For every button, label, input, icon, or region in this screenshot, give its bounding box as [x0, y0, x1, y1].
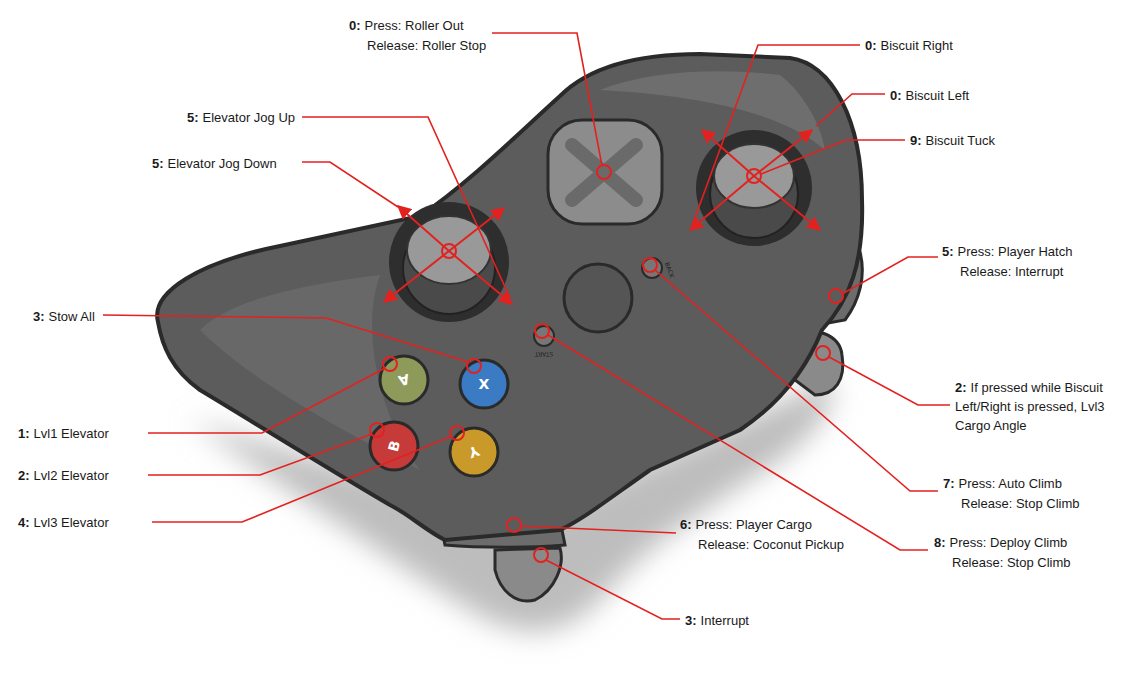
callout: 3: Interrupt — [685, 611, 749, 630]
callout-text: Lvl2 Elevator — [34, 468, 109, 483]
callout-text: Elevator Jog Down — [168, 156, 277, 171]
callout: 0: Press: Roller Out — [349, 16, 464, 35]
callout: 5: Elevator Jog Up — [187, 108, 295, 127]
callout-number: 3: — [33, 309, 45, 324]
callout: 0: Biscuit Right — [865, 36, 953, 55]
b-button — [370, 422, 418, 470]
callout-number: 0: — [349, 18, 361, 33]
callout-number: 5: — [187, 110, 199, 125]
callout: 9: Biscuit Tuck — [910, 131, 995, 150]
callout-text: Biscuit Tuck — [926, 133, 995, 148]
controller-body — [157, 54, 862, 540]
callout-number: 5: — [152, 156, 164, 171]
leader-lines — [103, 33, 950, 619]
callout-number: 6: — [680, 517, 692, 532]
x-button — [460, 360, 508, 408]
callout-text: Press: Roller Out — [365, 18, 464, 33]
callout-text: Release: Interrupt — [960, 264, 1063, 279]
y-button — [450, 428, 498, 476]
callout: Release: Coconut Pickup — [694, 535, 844, 554]
callout-number: 8: — [934, 535, 946, 550]
right-stick-well — [696, 130, 812, 246]
callout: 2: Lvl2 Elevator — [18, 466, 109, 485]
guide-button — [564, 264, 632, 332]
callout: 2:If pressed while Biscuit Left/Right is… — [955, 378, 1133, 435]
callout-number: 2: — [18, 468, 30, 483]
callout-text: If pressed while Biscuit Left/Right is p… — [955, 380, 1105, 433]
callout-text: Lvl3 Elevator — [34, 515, 109, 530]
callout-text: Biscuit Right — [881, 38, 953, 53]
dpad-base — [548, 120, 662, 224]
left-trigger — [495, 548, 561, 601]
callout-number: 5: — [942, 244, 954, 259]
callout: 6: Press: Player Cargo — [680, 515, 812, 534]
callout-text: Press: Deploy Climb — [950, 535, 1068, 550]
callout: 7: Press: Auto Climb — [943, 474, 1062, 493]
callout: 8: Press: Deploy Climb — [934, 533, 1067, 552]
callout-number: 0: — [890, 88, 902, 103]
dpad-cross — [572, 145, 636, 200]
callout: 1: Lvl1 Elevator — [18, 424, 109, 443]
left-stick-well — [389, 202, 509, 322]
callout-number: 0: — [865, 38, 877, 53]
callout-number: 9: — [910, 133, 922, 148]
callout-text: Release: Stop Climb — [961, 496, 1080, 511]
callout: Release: Stop Climb — [957, 494, 1080, 513]
button-letter: X — [474, 376, 494, 392]
callout-text: Release: Stop Climb — [952, 555, 1071, 570]
callout-number: 7: — [943, 476, 955, 491]
callout-number: 3: — [685, 613, 697, 628]
callout: 3: Stow All — [33, 307, 95, 326]
callout: Release: Roller Stop — [363, 36, 486, 55]
back-button — [642, 258, 662, 278]
button-caption: START — [535, 351, 554, 358]
callout-text: Press: Player Cargo — [696, 517, 812, 532]
callout-number: 1: — [18, 426, 30, 441]
callout: 0: Biscuit Left — [890, 86, 969, 105]
callout-text: Release: Coconut Pickup — [698, 537, 844, 552]
callout-text: Stow All — [49, 309, 95, 324]
callout: Release: Stop Climb — [948, 553, 1071, 572]
callout: Release: Interrupt — [956, 262, 1063, 281]
callout-text: Elevator Jog Up — [203, 110, 296, 125]
callout-text: Lvl1 Elevator — [34, 426, 109, 441]
callout: 5: Elevator Jog Down — [152, 154, 277, 173]
direction-arrows — [384, 130, 820, 304]
a-button — [380, 356, 428, 404]
callout: 5: Press: Player Hatch — [942, 242, 1072, 261]
callout-text: Press: Auto Climb — [959, 476, 1062, 491]
callout-text: Release: Roller Stop — [367, 38, 486, 53]
callout-text: Biscuit Left — [906, 88, 970, 103]
callout-number: 2: — [955, 380, 967, 395]
callout-text: Interrupt — [701, 613, 749, 628]
callout-text: Press: Player Hatch — [958, 244, 1073, 259]
callout-markers — [370, 165, 843, 562]
callout: 4: Lvl3 Elevator — [18, 513, 109, 532]
callout-number: 4: — [18, 515, 30, 530]
